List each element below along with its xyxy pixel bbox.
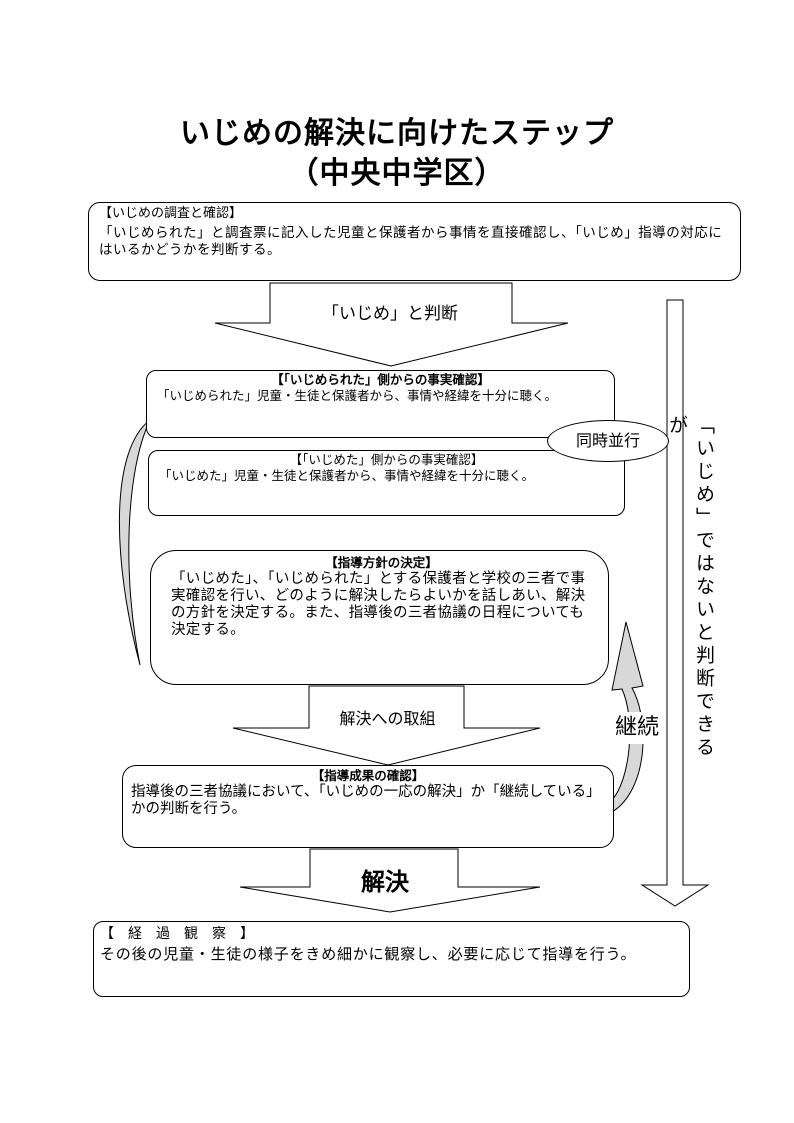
arrow-toward-resolution bbox=[232, 685, 541, 766]
step-observation-heading: 【 経 過 観 察 】 bbox=[100, 926, 254, 942]
page-title: いじめの解決に向けたステップ bbox=[180, 116, 614, 151]
step-survey-body: 「いじめられた」と調査票に記入した児童と保護者から事情を直接確認し、「いじめ」指… bbox=[99, 225, 723, 258]
arrow-toward-resolution-label: 解決への取組 bbox=[339, 709, 436, 728]
parallel-label: 同時並行 bbox=[547, 420, 669, 462]
curve-left-connector bbox=[118, 419, 151, 666]
step-policy: 【指導方針の決定】 「いじめた」、「いじめられた」とする保護者と学校の三者で事実… bbox=[150, 550, 609, 685]
arrow-not-bullying bbox=[640, 299, 710, 907]
step-victim-check-body: 「いじめられた」児童・生徒と保護者から、事情や経緯を十分に聴く。 bbox=[157, 388, 558, 403]
arrow-judged-bullying bbox=[214, 282, 569, 367]
step-survey-heading: 【いじめの調査と確認】 bbox=[99, 206, 243, 221]
step-observation: 【 経 過 観 察 】 その後の児童・生徒の様子をきめ細かに観察し、必要に応じて… bbox=[93, 921, 690, 997]
step-result-check-heading: 【指導成果の確認】 bbox=[311, 768, 425, 783]
step-result-check-body: 指導後の三者協議において、「いじめの一応の解決」か「継続している」かの判断を行う… bbox=[131, 784, 601, 817]
step-victim-check-heading: 【「いじめられた」側からの事実確認】 bbox=[271, 372, 490, 387]
step-victim-check: 【「いじめられた」側からの事実確認】 「いじめられた」児童・生徒と保護者から、事… bbox=[146, 370, 615, 438]
step-result-check: 【指導成果の確認】 指導後の三者協議において、「いじめの一応の解決」か「継続して… bbox=[122, 765, 614, 848]
continue-label: 継続 bbox=[608, 712, 666, 744]
step-observation-body: その後の児童・生徒の様子をきめ細かに観察し、必要に応じて指導を行う。 bbox=[100, 945, 637, 963]
step-bully-check-body: 「いじめた」児童・生徒と保護者から、事情や経緯を十分に聴く。 bbox=[159, 468, 535, 483]
arrow-resolved bbox=[239, 848, 541, 913]
arrow-resolved-label: 解決 bbox=[361, 868, 409, 896]
step-bully-check-heading: 【「いじめた」側からの事実確認】 bbox=[289, 452, 484, 467]
not-bullying-label: 「いじめ」ではないと判断できるが bbox=[666, 415, 718, 775]
step-survey: 【いじめの調査と確認】 「いじめられた」と調査票に記入した児童と保護者から事情を… bbox=[88, 202, 741, 281]
arrow-judged-bullying-label: 「いじめ」と判断 bbox=[322, 304, 458, 324]
page-subtitle: （中央中学区） bbox=[288, 156, 506, 191]
step-policy-heading: 【指導方針の決定】 bbox=[325, 555, 438, 570]
step-policy-body: 「いじめた」、「いじめられた」とする保護者と学校の三者で事実確認を行い、どのよう… bbox=[171, 571, 586, 638]
step-bully-check: 【「いじめた」側からの事実確認】 「いじめた」児童・生徒と保護者から、事情や経緯… bbox=[148, 450, 625, 516]
curve-continue-loop bbox=[611, 621, 644, 813]
